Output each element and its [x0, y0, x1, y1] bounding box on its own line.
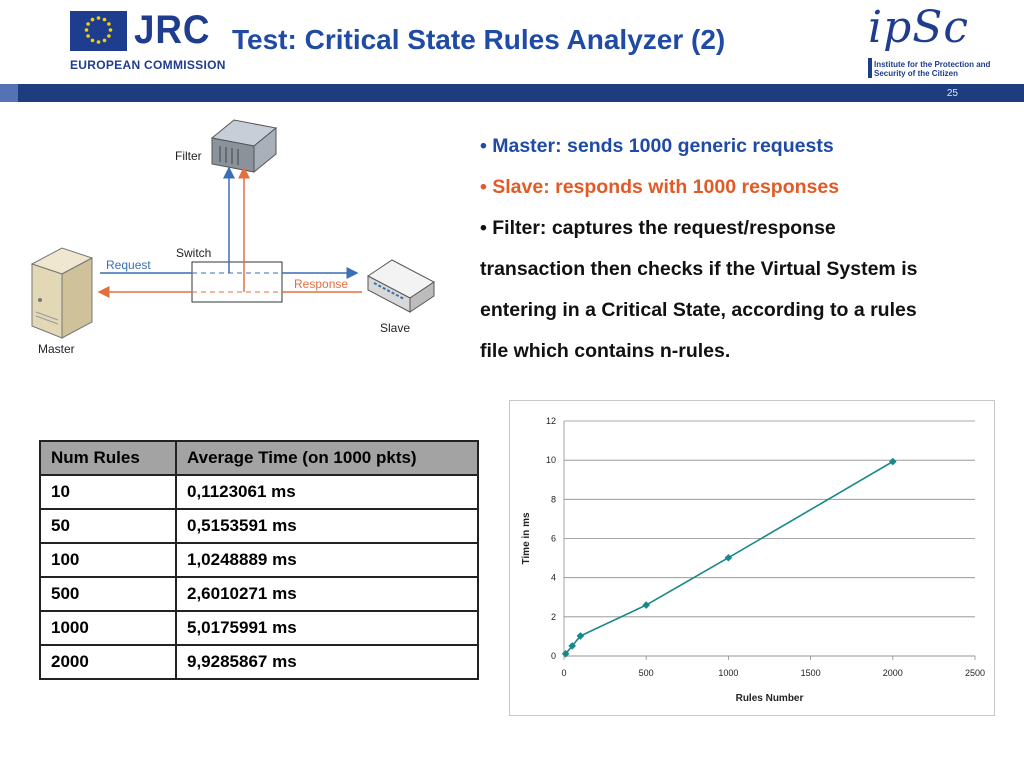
x-axis-label: Rules Number — [736, 693, 804, 704]
header-num-rules: Num Rules — [39, 440, 177, 476]
y-tick-label: 6 — [551, 534, 556, 544]
cell-num-rules: 10 — [39, 474, 177, 510]
page-number: 25 — [946, 88, 958, 99]
bullet-filter-line-4: file which contains n-rules. — [480, 340, 731, 362]
y-tick-label: 4 — [551, 573, 556, 583]
x-tick-label: 0 — [561, 668, 566, 678]
bullet-slave-text: Slave: responds with 1000 responses — [492, 176, 840, 198]
x-tick-label: 2500 — [965, 668, 985, 678]
bullet-master-text: Master: sends 1000 generic requests — [492, 135, 834, 157]
x-tick-label: 1000 — [718, 668, 738, 678]
filter-label: Filter — [175, 149, 202, 163]
switch-label: Switch — [176, 246, 211, 260]
bullet-filter: • Filter: captures the request/response … — [480, 208, 1000, 372]
cell-num-rules: 500 — [39, 576, 177, 612]
data-point-marker — [561, 650, 570, 658]
rules-timing-table: Num Rules Average Time (on 1000 pkts) 10… — [39, 440, 479, 680]
y-tick-label: 12 — [546, 416, 556, 426]
bullet-slave: • Slave: responds with 1000 responses — [480, 176, 840, 198]
header-band — [0, 84, 1024, 102]
data-point-marker — [568, 642, 577, 650]
ipsc-subtitle: Institute for the Protection and Securit… — [874, 60, 991, 78]
cell-num-rules: 100 — [39, 542, 177, 578]
master-label: Master — [38, 342, 75, 356]
ipsc-logo: ipSc — [868, 2, 970, 53]
cell-average-time: 0,1123061 ms — [175, 474, 479, 510]
jrc-logo-text: JRC — [134, 8, 211, 52]
bullet-list: • Master: sends 1000 generic requests • … — [480, 126, 1000, 372]
cell-average-time: 5,0175991 ms — [175, 610, 479, 646]
data-point-marker — [576, 632, 585, 640]
request-label: Request — [106, 258, 151, 272]
bullet-filter-line-2: transaction then checks if the Virtual S… — [480, 258, 918, 280]
switch-box — [191, 261, 283, 303]
x-tick-label: 2000 — [883, 668, 903, 678]
cell-average-time: 9,9285867 ms — [175, 644, 479, 680]
ipsc-logo-bar — [868, 58, 872, 78]
eu-flag-logo — [70, 11, 127, 51]
cell-average-time: 0,5153591 ms — [175, 508, 479, 544]
master-server-icon — [30, 247, 94, 339]
slave-device-icon — [367, 259, 435, 313]
cell-num-rules: 2000 — [39, 644, 177, 680]
eu-stars-icon — [84, 16, 113, 44]
header-band-accent — [0, 84, 18, 102]
data-point-marker — [724, 553, 733, 562]
network-diagram: Filter Master Slave Switch Request Respo… — [30, 119, 435, 356]
cell-average-time: 2,6010271 ms — [175, 576, 479, 612]
y-tick-label: 8 — [551, 494, 556, 504]
table-header-row: Num Rules Average Time (on 1000 pkts) — [39, 440, 479, 476]
y-tick-label: 2 — [551, 612, 556, 622]
y-tick-label: 10 — [546, 455, 556, 465]
cell-num-rules: 1000 — [39, 610, 177, 646]
y-axis-label: Time in ms — [521, 512, 532, 564]
bullet-filter-line-1: Filter: captures the request/response — [492, 217, 836, 239]
bullet-filter-line-3: entering in a Critical State, according … — [480, 299, 917, 321]
slave-label: Slave — [380, 321, 410, 335]
data-point-marker — [889, 457, 897, 466]
bullet-master: • Master: sends 1000 generic requests — [480, 135, 834, 157]
filter-server-icon — [210, 119, 278, 174]
y-tick-label: 0 — [551, 651, 556, 661]
data-point-marker — [642, 601, 650, 609]
european-commission-label: EUROPEAN COMMISSION — [70, 58, 226, 72]
cell-num-rules: 50 — [39, 508, 177, 544]
cell-average-time: 1,0248889 ms — [175, 542, 479, 578]
x-tick-label: 1500 — [801, 668, 821, 678]
slide-title: Test: Critical State Rules Analyzer (2) — [232, 24, 726, 55]
header-average-time: Average Time (on 1000 pkts) — [175, 440, 479, 476]
response-label: Response — [294, 277, 348, 291]
x-tick-label: 500 — [639, 668, 654, 678]
